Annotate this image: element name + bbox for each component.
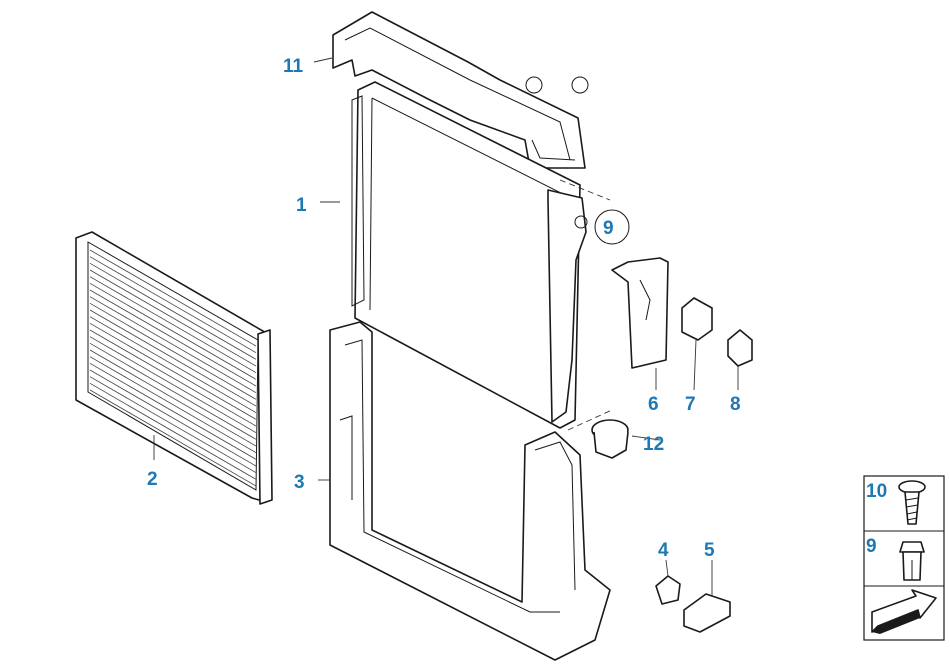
- condenser-fin: [89, 349, 257, 447]
- legend-label-9[interactable]: 9: [866, 536, 877, 557]
- callout-8[interactable]: 8: [730, 394, 741, 415]
- condenser-fin: [89, 289, 257, 387]
- condenser-fin: [89, 376, 257, 474]
- callout-6[interactable]: 6: [648, 394, 659, 415]
- part-4-bushing[interactable]: [655, 575, 681, 605]
- callout-7[interactable]: 7: [685, 394, 696, 415]
- callout-4[interactable]: 4: [658, 540, 669, 561]
- callout-2[interactable]: 2: [147, 469, 158, 490]
- condenser-fin: [89, 342, 257, 440]
- part-12-cap[interactable]: [591, 419, 629, 459]
- condenser-fin: [89, 276, 257, 374]
- part-2-condenser[interactable]: [75, 231, 273, 505]
- condenser-fin: [89, 336, 257, 434]
- condenser-fin: [89, 382, 257, 480]
- part-8-clip[interactable]: [727, 329, 753, 367]
- condenser-fin: [89, 296, 257, 394]
- condenser-fin: [89, 262, 257, 360]
- legend-label-10[interactable]: 10: [866, 481, 887, 502]
- arrow-icon: [871, 589, 937, 634]
- part-6-air-duct[interactable]: [611, 257, 669, 369]
- condenser-fin: [89, 369, 257, 467]
- callout-3[interactable]: 3: [294, 472, 305, 493]
- screw-icon: [898, 480, 926, 525]
- condenser-fin: [89, 282, 257, 380]
- callout-9-circle: [594, 209, 630, 245]
- condenser-fin: [89, 362, 257, 460]
- condenser-fin: [89, 389, 257, 487]
- leader-lines: [153, 57, 739, 596]
- hardware-legend: 10 9: [863, 475, 945, 641]
- part-3-fan-shroud[interactable]: [329, 321, 611, 661]
- rivet-icon: [899, 541, 925, 581]
- condenser-fin: [89, 322, 257, 420]
- condenser-fin: [89, 356, 257, 454]
- part-11-upper-bracket[interactable]: [332, 11, 589, 169]
- condenser-fin: [89, 309, 257, 407]
- condenser-fin: [89, 256, 257, 354]
- condenser-fin: [89, 316, 257, 414]
- part-7-mount[interactable]: [681, 297, 713, 341]
- condenser-fin: [89, 302, 257, 400]
- condenser-fin: [89, 249, 257, 347]
- part-1-radiator[interactable]: [351, 81, 588, 429]
- callout-9[interactable]: 9: [603, 218, 614, 239]
- condenser-fin: [89, 269, 257, 367]
- condenser-fin: [89, 329, 257, 427]
- part-5-bracket[interactable]: [683, 593, 731, 633]
- callout-12[interactable]: 12: [643, 434, 664, 455]
- callout-1[interactable]: 1: [296, 195, 307, 216]
- callout-11[interactable]: 11: [283, 56, 304, 77]
- callout-5[interactable]: 5: [704, 540, 715, 561]
